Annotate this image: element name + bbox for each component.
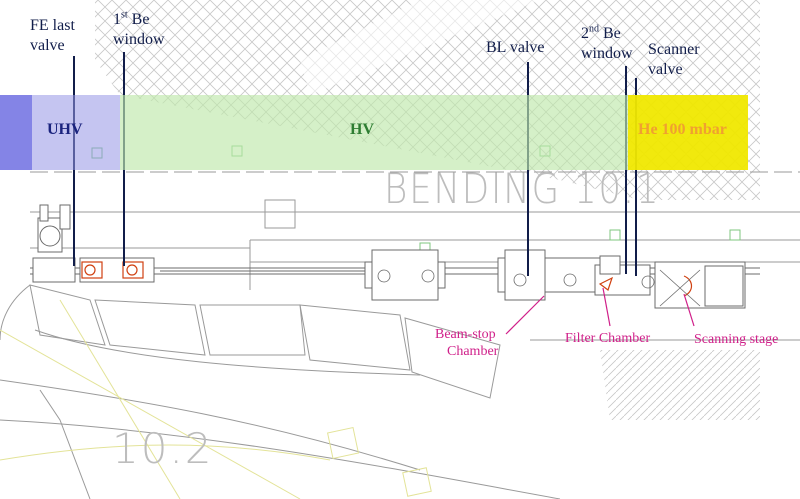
- component-pointer-lines: [505, 287, 695, 335]
- highlight-parts: [81, 261, 693, 297]
- filter-chamber-label: Filter Chamber: [565, 331, 651, 346]
- second-be-rest: Be: [599, 25, 621, 42]
- first-be-sup: st: [121, 9, 128, 21]
- fe-last-valve-callout: FE last valve: [30, 16, 75, 56]
- beam-stop-label: Beam-stop Chamber: [435, 326, 498, 360]
- hv-label: HV: [350, 121, 374, 138]
- guide-lines: [0, 299, 331, 499]
- second-be-num: 2: [581, 25, 589, 42]
- fe-last-valve-line1: FE last: [30, 17, 75, 34]
- hv-zone: [120, 95, 628, 170]
- second-be-sup: nd: [589, 23, 599, 35]
- scanner-valve-line1: Scanner: [648, 41, 700, 58]
- flange-details: [377, 269, 701, 307]
- markers-lower: [326, 426, 432, 497]
- beam-stop-line2: Chamber: [447, 344, 499, 359]
- he-zone: [628, 95, 748, 170]
- first-be-num: 1: [113, 11, 121, 28]
- beamline-components: [32, 204, 746, 309]
- scanning-stage-label: Scanning stage: [694, 332, 779, 347]
- uhv-zone-edge: [0, 95, 32, 170]
- second-be-window-line2: window: [581, 45, 633, 62]
- beam-stop-line1: Beam-stop: [435, 327, 496, 342]
- fe-last-valve-line2: valve: [30, 37, 65, 54]
- scanner-valve-callout: Scanner valve: [648, 40, 700, 80]
- first-be-window-callout: 1st Be window: [113, 10, 165, 50]
- first-be-window-line1: 1st Be: [113, 10, 165, 30]
- second-be-window-callout: 2nd Be window: [581, 24, 633, 64]
- uhv-label: UHV: [47, 121, 83, 138]
- first-be-rest: Be: [127, 11, 150, 28]
- section-label: 10.2: [112, 424, 214, 473]
- tunnel-blocks: [0, 284, 561, 499]
- shield-hatch-lower: [600, 350, 760, 420]
- first-be-window-line2: window: [113, 31, 165, 48]
- scanner-valve-line2: valve: [648, 61, 683, 78]
- second-be-window-line1: 2nd Be: [581, 24, 633, 44]
- he-label: He 100 mbar: [638, 121, 727, 138]
- bl-valve-callout: BL valve: [486, 39, 545, 56]
- bending-label: BENDING 10.1: [384, 164, 661, 213]
